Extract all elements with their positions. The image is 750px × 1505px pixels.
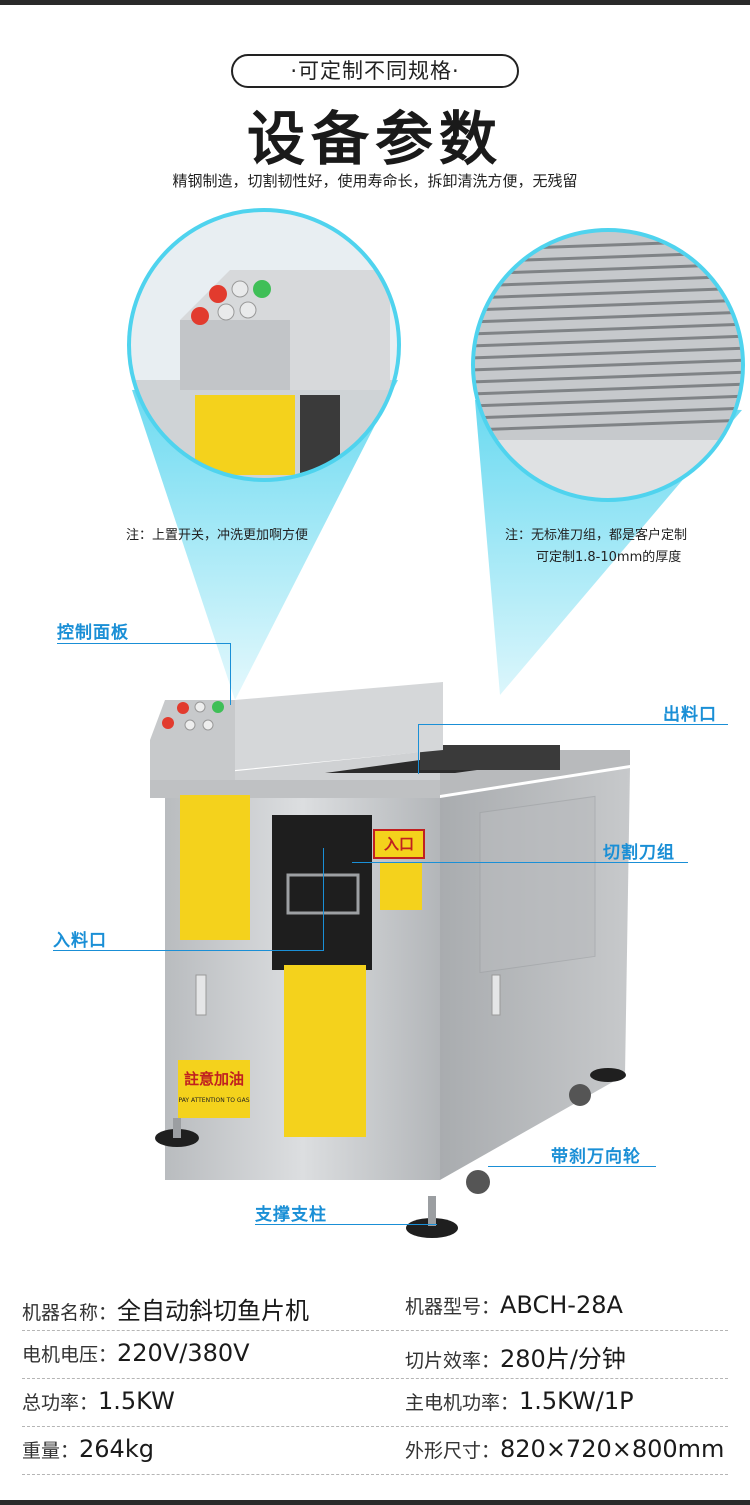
spec-row: 总功率：1.5KW 主电机功率：1.5KW/1P <box>0 1379 750 1427</box>
fish-slicer-machine <box>150 682 630 1238</box>
spec-value: 1.5KW/1P <box>519 1387 634 1415</box>
spec-label: 电机电压： <box>22 1344 118 1366</box>
spec-label: 机器型号： <box>405 1296 501 1318</box>
callout-line-support <box>255 1224 437 1225</box>
custom-spec-pill: ·可定制不同规格· <box>231 54 519 88</box>
callout-line-blade-set <box>352 862 688 863</box>
spec-row: 机器名称：全自动斜切鱼片机 机器型号：ABCH-28A <box>0 1283 750 1331</box>
callout-line-outlet <box>418 724 728 725</box>
oil-sign: 註意加油 <box>183 1070 244 1088</box>
spec-label: 主电机功率： <box>405 1392 520 1414</box>
bottom-bar <box>0 1500 750 1505</box>
callout-outlet: 出料口 <box>663 705 717 725</box>
spec-row: 重量：264kg 外形尺寸：820×720×800mm <box>0 1427 750 1475</box>
spec-value: 280片/分钟 <box>500 1345 626 1373</box>
inlet-sign: 入口 <box>383 835 414 853</box>
spec-label: 外形尺寸： <box>405 1440 501 1462</box>
page-subtitle: 精钢制造，切割韧性好，使用寿命长，拆卸清洗方便，无残留 <box>172 172 578 190</box>
divider <box>22 1330 728 1331</box>
divider <box>22 1474 728 1475</box>
callout-blade-set: 切割刀组 <box>603 843 675 863</box>
spec-value: 全自动斜切鱼片机 <box>117 1297 310 1325</box>
page-title: 设备参数 <box>246 105 503 173</box>
callout-line-casters <box>488 1166 656 1167</box>
spec-row: 电机电压：220V/380V 切片效率：280片/分钟 <box>0 1331 750 1379</box>
top-bar <box>0 0 750 5</box>
divider <box>22 1378 728 1379</box>
spec-value: 220V/380V <box>117 1339 250 1367</box>
callout-control-panel: 控制面板 <box>57 623 129 643</box>
spec-label: 机器名称： <box>22 1302 118 1324</box>
zoom-blade-grid <box>473 230 743 500</box>
spec-value: ABCH-28A <box>500 1291 623 1319</box>
note-right-line1: 注：无标准刀组，都是客户定制 <box>505 528 688 543</box>
spec-value: 1.5KW <box>98 1387 175 1415</box>
spec-value: 820×720×800mm <box>500 1435 725 1463</box>
callout-inlet: 入料口 <box>53 931 107 951</box>
spec-label: 重量： <box>22 1440 80 1462</box>
note-left: 注：上置开关，冲洗更加啊方便 <box>126 528 309 543</box>
callout-line-inlet <box>53 950 324 951</box>
machine-illustration <box>127 208 745 1238</box>
spec-value: 264kg <box>79 1435 154 1463</box>
oil-sign-en: PAY ATTENTION TO GAS <box>178 1097 250 1104</box>
divider <box>22 1426 728 1427</box>
callout-casters: 带刹万向轮 <box>551 1147 641 1167</box>
note-right-line2: 可定制1.8-10mm的厚度 <box>536 550 682 565</box>
callout-line-control-panel <box>57 643 231 644</box>
spec-label: 切片效率： <box>405 1350 501 1372</box>
spec-label: 总功率： <box>22 1392 99 1414</box>
callout-support: 支撑支柱 <box>255 1205 327 1225</box>
